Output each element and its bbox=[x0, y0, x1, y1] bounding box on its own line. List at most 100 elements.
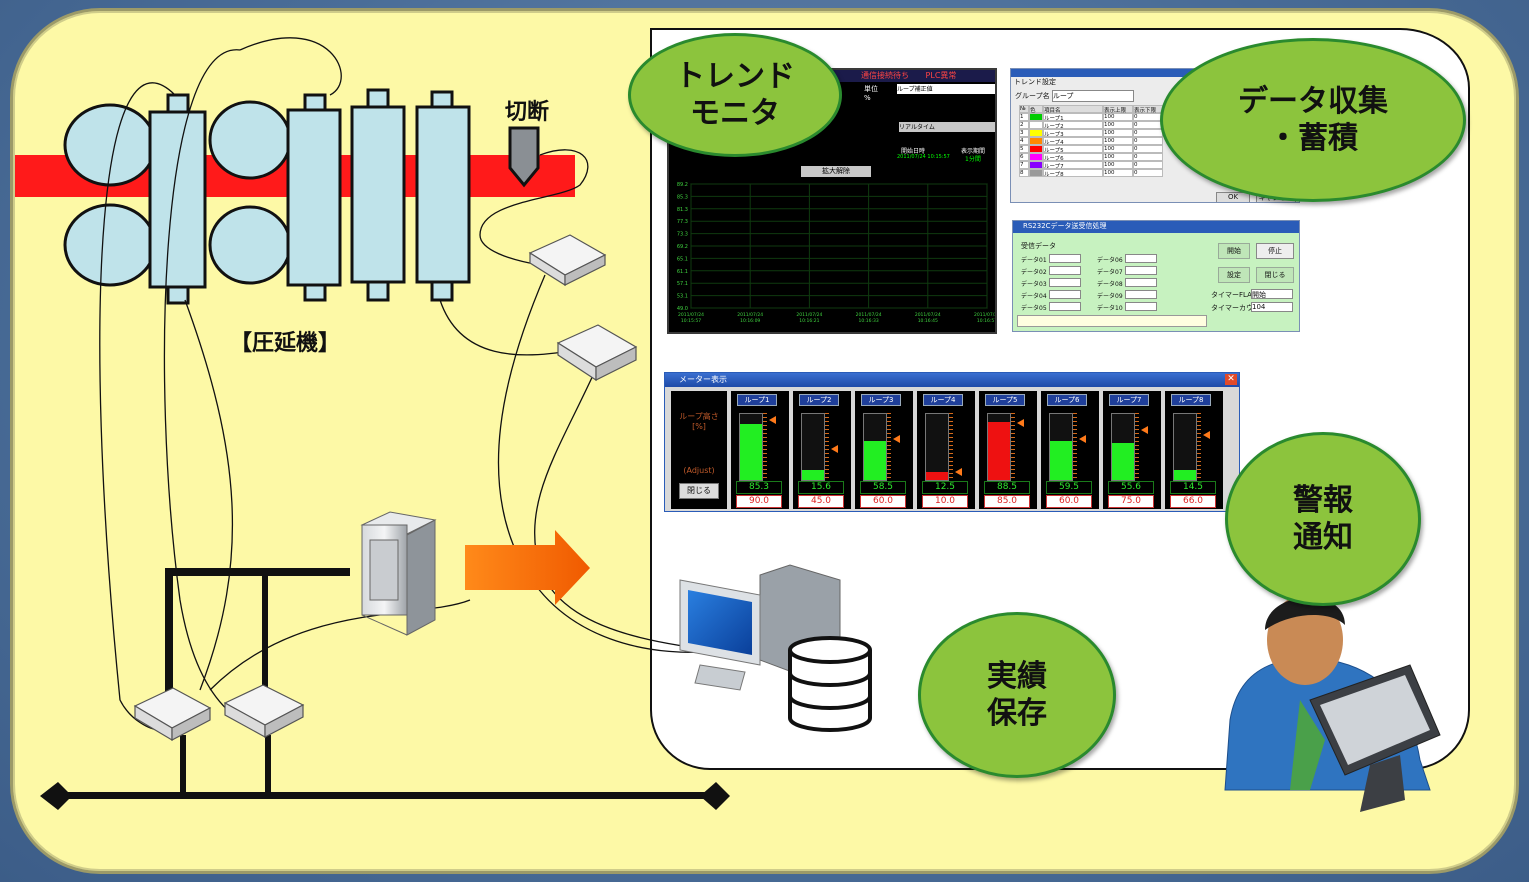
row-item-name: ループ7 bbox=[1043, 161, 1103, 170]
data-field-input[interactable] bbox=[1125, 266, 1157, 275]
meter-title: メーター表示 bbox=[665, 373, 1239, 387]
group-select[interactable]: ループ bbox=[1051, 90, 1134, 102]
level-bar bbox=[987, 413, 1011, 481]
cables bbox=[99, 37, 831, 731]
timer-counter-field[interactable]: 104 bbox=[1251, 302, 1293, 312]
column-header: 項目名 bbox=[1043, 105, 1103, 114]
y-tick-label: 49.0 bbox=[677, 306, 688, 312]
scale-ticks bbox=[949, 413, 953, 479]
loop-name: ループ3 bbox=[861, 394, 901, 406]
interval: 1分間 bbox=[965, 156, 981, 163]
network-hubs bbox=[133, 234, 638, 742]
loop-value: 59.5 bbox=[1046, 481, 1092, 494]
arrow-icon bbox=[465, 530, 590, 605]
loop-value: 85.3 bbox=[736, 481, 782, 494]
row-color-swatch bbox=[1029, 129, 1043, 137]
y-tick-label: 73.3 bbox=[677, 232, 688, 238]
loop-name: ループ1 bbox=[737, 394, 777, 406]
row-number: 4 bbox=[1019, 137, 1029, 145]
level-bar bbox=[801, 413, 825, 481]
row-color-swatch bbox=[1029, 169, 1043, 177]
comm-status: 通信接続待ち bbox=[861, 71, 909, 80]
data-field-input[interactable] bbox=[1049, 302, 1081, 311]
loop-setpoint[interactable]: 60.0 bbox=[860, 495, 906, 508]
loop-dropdown[interactable]: ループ補正値 bbox=[897, 84, 995, 94]
rolling-mill-label: 【圧延機】 bbox=[230, 331, 341, 356]
column-header: 表示上限 bbox=[1103, 105, 1133, 114]
row-lower: 0 bbox=[1133, 129, 1163, 137]
x-tick-label: 2011/07/24 bbox=[974, 312, 995, 318]
start-button[interactable]: 開始 bbox=[1218, 243, 1250, 259]
y-tick-label: 57.1 bbox=[677, 281, 688, 287]
x-tick-label: 10:16:45 bbox=[918, 318, 938, 324]
data-field-input[interactable] bbox=[1049, 266, 1081, 275]
loop-name: ループ5 bbox=[985, 394, 1025, 406]
rolling-mill bbox=[63, 88, 471, 305]
row-number: 7 bbox=[1019, 161, 1029, 169]
x-tick-label: 2011/07/24 bbox=[737, 312, 763, 318]
status-bar: 通信接続待ち PLC異常 bbox=[809, 70, 995, 82]
realtime-button[interactable]: リアルタイム bbox=[899, 122, 995, 132]
data-field-input[interactable] bbox=[1125, 254, 1157, 263]
data-field-input[interactable] bbox=[1049, 278, 1081, 287]
data-field-label: データ01 bbox=[1021, 257, 1047, 264]
zoom-release-button[interactable]: 拡大解除 bbox=[801, 166, 871, 177]
x-tick-label: 2011/07/24 bbox=[915, 312, 941, 318]
data-field-input[interactable] bbox=[1125, 278, 1157, 287]
database-icon bbox=[788, 636, 872, 732]
level-fill bbox=[802, 469, 824, 480]
row-upper: 100 bbox=[1103, 145, 1133, 153]
loop-setpoint[interactable]: 60.0 bbox=[1046, 495, 1092, 508]
y-tick-label: 81.3 bbox=[677, 207, 688, 213]
column-header: 表示下限 bbox=[1133, 105, 1163, 114]
loop-setpoint[interactable]: 10.0 bbox=[922, 495, 968, 508]
loop-setpoint[interactable]: 90.0 bbox=[736, 495, 782, 508]
row-lower: 0 bbox=[1133, 161, 1163, 169]
loop-setpoint[interactable]: 66.0 bbox=[1170, 495, 1216, 508]
scale-ticks bbox=[763, 413, 767, 479]
meter-close-button[interactable]: 閉じる bbox=[679, 483, 719, 499]
setting-button[interactable]: 設定 bbox=[1218, 267, 1250, 283]
row-upper: 100 bbox=[1103, 137, 1133, 145]
unit-column: 単位 % bbox=[864, 84, 894, 164]
level-fill bbox=[1112, 443, 1134, 480]
timer-counter-label: タイマーカウンタ bbox=[1211, 304, 1267, 312]
setpoint-marker-icon bbox=[1203, 431, 1210, 440]
network-bus bbox=[40, 568, 730, 810]
timer-flag-field[interactable]: 開始 bbox=[1251, 289, 1293, 299]
data-field-label: データ06 bbox=[1097, 257, 1123, 264]
data-field-input[interactable] bbox=[1125, 302, 1157, 311]
meter-close-icon[interactable]: ✕ bbox=[1225, 374, 1237, 385]
loop-setpoint[interactable]: 85.0 bbox=[984, 495, 1030, 508]
data-field-input[interactable] bbox=[1125, 290, 1157, 299]
level-fill bbox=[864, 441, 886, 480]
y-tick-label: 53.1 bbox=[677, 294, 688, 300]
loop-setpoint[interactable]: 45.0 bbox=[798, 495, 844, 508]
loop-value: 12.5 bbox=[922, 481, 968, 494]
loop-setpoint[interactable]: 75.0 bbox=[1108, 495, 1154, 508]
y-tick-label: 89.2 bbox=[677, 182, 688, 188]
data-field-input[interactable] bbox=[1049, 254, 1081, 263]
rs232c-title: RS232Cデータ送受信処理 bbox=[1013, 221, 1299, 233]
level-bar bbox=[1173, 413, 1197, 481]
stop-button[interactable]: 停止 bbox=[1256, 243, 1294, 259]
x-tick-label: 10:15:57 bbox=[681, 318, 701, 324]
rs-close-button[interactable]: 閉じる bbox=[1256, 267, 1294, 283]
ok-button[interactable]: OK bbox=[1216, 192, 1250, 202]
data-field-label: データ05 bbox=[1021, 305, 1047, 312]
row-number: 2 bbox=[1019, 121, 1029, 129]
data-field-input[interactable] bbox=[1049, 290, 1081, 299]
row-number: 3 bbox=[1019, 129, 1029, 137]
